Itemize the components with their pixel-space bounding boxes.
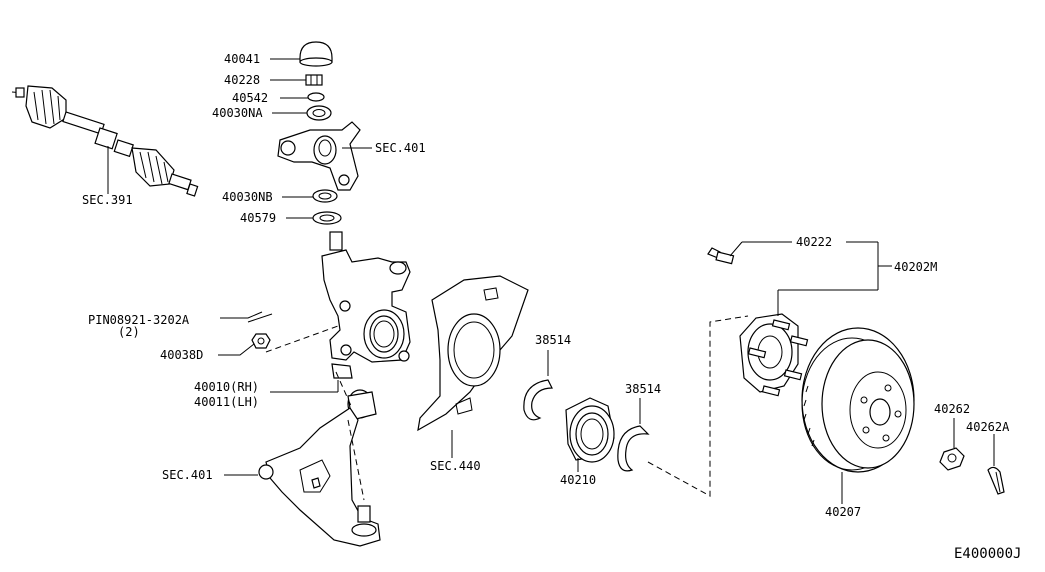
steering-knuckle-icon [321, 231, 411, 379]
callout-40542: 40542 [232, 91, 268, 105]
brake-rotor-icon [801, 327, 915, 473]
callout-pin-line2: (2) [118, 325, 140, 339]
callout-40030na: 40030NA [212, 106, 263, 120]
callout-40202m: 40202M [894, 260, 937, 274]
callout-40210: 40210 [560, 473, 596, 487]
callout-40262: 40262 [934, 402, 970, 416]
snap-ring-icon [617, 425, 650, 472]
callout-40030nb: 40030NB [222, 190, 273, 204]
callout-sec391: SEC.391 [82, 193, 133, 207]
callout-sec401-top: SEC.401 [375, 141, 426, 155]
wheel-hub-icon [707, 247, 809, 397]
nut-icon [251, 333, 271, 349]
callout-40262a: 40262A [966, 420, 1010, 434]
callout-40011: 40011(LH) [194, 395, 259, 409]
callout-38514-a: 38514 [535, 333, 571, 347]
drive-shaft-icon [11, 85, 199, 197]
callout-sec440: SEC.440 [430, 459, 481, 473]
callout-pin-line1: PIN08921-3202A [88, 313, 190, 327]
callout-40222: 40222 [796, 235, 832, 249]
callout-40579: 40579 [240, 211, 276, 225]
snap-ring-icon [523, 379, 553, 421]
callout-40228: 40228 [224, 73, 260, 87]
wheel-bearing-icon [565, 397, 615, 463]
diagram-id: E400000J [954, 546, 1021, 562]
callout-40038d: 40038D [160, 348, 203, 362]
callout-sec401-bottom: SEC.401 [162, 468, 213, 482]
cotter-pin-icon [987, 466, 1005, 495]
splash-guard-icon [417, 275, 529, 432]
nut-icon [939, 447, 965, 471]
lower-arm-icon [258, 389, 381, 547]
callout-40010: 40010(RH) [194, 380, 259, 394]
callout-40041: 40041 [224, 52, 260, 66]
callout-38514-b: 38514 [625, 382, 661, 396]
callout-40207: 40207 [825, 505, 861, 519]
